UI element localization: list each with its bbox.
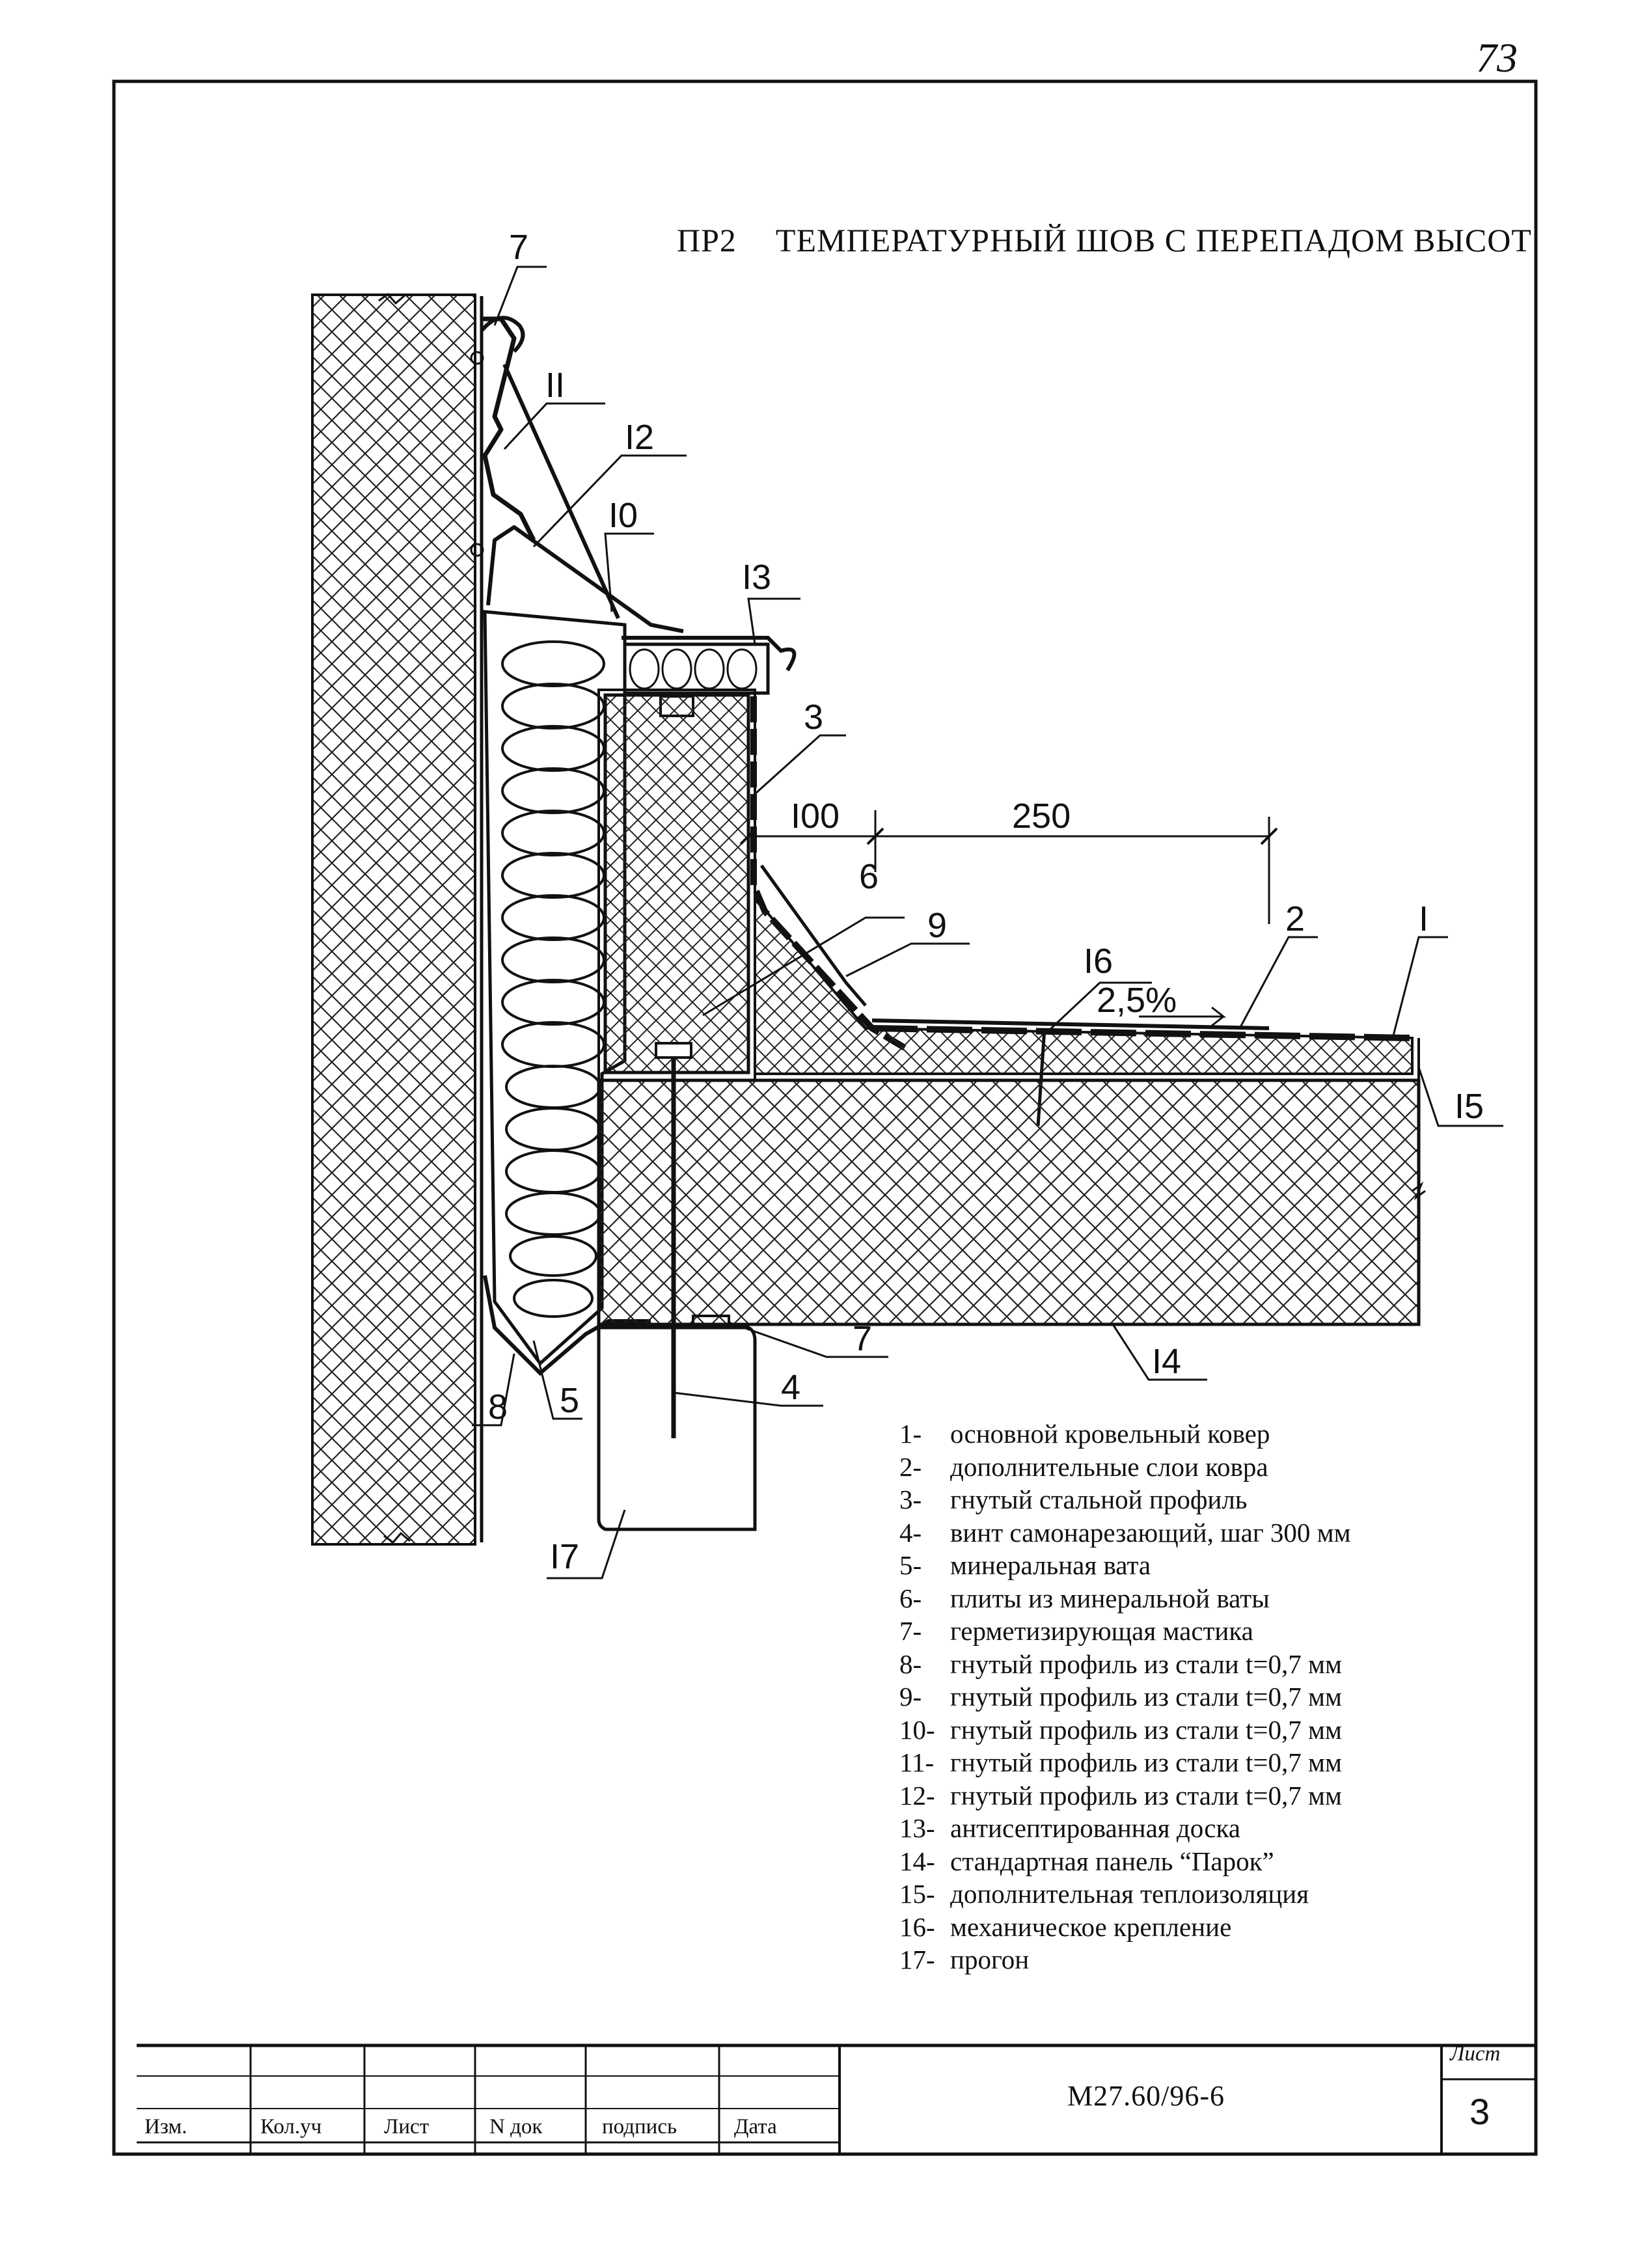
tb-sheet-number: 3 [1469,2091,1490,2132]
callout-17: I7 [550,1537,579,1576]
tb-header-doc: N док [489,2115,543,2138]
tb-document-code: М27.60/96-6 [1067,2080,1225,2112]
sheet-frame [112,79,1538,2156]
dim-tick-c [1260,827,1278,845]
tb-header-date: Дата [734,2115,777,2138]
callout-5: 5 [560,1381,579,1420]
callout-4: 4 [781,1368,800,1407]
legend-item: 16-механическое крепление [899,1911,1232,1942]
legend-item: 8-гнутый профиль из стали t=0,7 мм [899,1648,1342,1679]
purlin [597,1326,757,1531]
slope-arrow [1139,1006,1227,1027]
slope-label: 2,5% [1097,981,1177,1020]
title-code: ПР2 [677,222,737,258]
drawing-title: ПР2 ТЕМПЕРАТУРНЫЙ ШОВ С ПЕРЕПАДОМ ВЫСОТ [677,221,1532,259]
dimension-100: I00 [791,797,840,836]
callout-2: 2 [1285,899,1305,938]
leader-lines [472,266,1503,1579]
membrane-main [871,1025,1413,1041]
callout-1: I [1419,899,1428,938]
profile-11 [482,316,536,541]
legend: 1-основной кровельный ковер 2-дополнител… [899,1417,1351,1976]
antiseptic-board [623,642,770,695]
callout-10: I0 [608,496,638,535]
board-cap [622,636,797,672]
mastic-7 [692,1315,730,1329]
callout-16: I6 [1084,942,1113,981]
callout-12: I2 [625,418,654,457]
callout-13: I3 [742,558,771,597]
profile-11-hook [480,316,525,353]
callout-11: II [545,366,565,405]
screw-head [655,1042,692,1059]
legend-item: 11-гнутый профиль из стали t=0,7 мм [899,1747,1342,1777]
legend-item: 12-гнутый профиль из стали t=0,7 мм [899,1780,1342,1810]
wall-break-top [378,292,405,305]
callout-15: I5 [1455,1087,1484,1126]
legend-item: 7-герметизирующая мастика [899,1616,1253,1646]
fastener-mid [470,543,484,557]
legend-item: 1-основной кровельный ковер [899,1419,1270,1449]
fastener-top [470,351,484,365]
legend-item: 5-минеральная вата [899,1550,1151,1580]
callout-14: I4 [1152,1342,1181,1381]
dimension-250: 250 [1012,797,1071,836]
callout-3: 3 [804,698,823,737]
dim-tick-a [739,827,758,845]
title-text: ТЕМПЕРАТУРНЫЙ ШОВ С ПЕРЕПАДОМ ВЫСОТ [775,222,1532,258]
wall-panel [311,294,476,1546]
tb-header-count: Кол.уч [260,2115,322,2138]
legend-item: 2-дополнительные слои ковра [899,1451,1268,1482]
profile-9 [759,864,867,1007]
legend-item: 17-прогон [899,1945,1030,1974]
wall-break-bottom [383,1531,411,1544]
callout-9: 9 [927,906,947,945]
callout-7-bottom: 7 [853,1319,872,1358]
insulation-box [603,693,750,1074]
title-block-lines [137,2043,1536,2154]
roof-panel [597,1078,1421,1326]
legend-item: 3-гнутый стальной профиль [899,1484,1248,1514]
legend-item: 10-гнутый профиль из стали t=0,7 мм [899,1714,1342,1745]
dim-tick-b [866,827,884,845]
tb-header-signature: подпись [602,2115,677,2138]
membrane-extra [871,1018,1270,1030]
profile-12 [502,363,620,620]
tb-sheet-label: Лист [1450,2042,1501,2066]
profile-10 [486,525,684,633]
tb-header-sheet: Лист [384,2115,430,2138]
tb-header-change: Изм. [144,2115,187,2138]
slope-insulation [754,894,1414,1075]
callout-6: 6 [859,857,879,896]
mineral-wool-coils [501,640,605,1318]
legend-item: 4-винт самонарезающий, шаг 300 мм [899,1517,1351,1548]
callout-7-top: 7 [509,228,528,267]
legend-item: 9-гнутый профиль из стали t=0,7 мм [899,1682,1342,1712]
legend-item: 14-стандартная панель “Парок” [899,1846,1274,1876]
legend-item: 15-дополнительная теплоизоляция [899,1879,1309,1909]
page-number: 73 [1476,34,1518,81]
legend-item: 13-антисептированная доска [899,1813,1240,1843]
callout-8: 8 [488,1387,508,1427]
legend-item: 6-плиты из минеральной ваты [899,1583,1270,1613]
